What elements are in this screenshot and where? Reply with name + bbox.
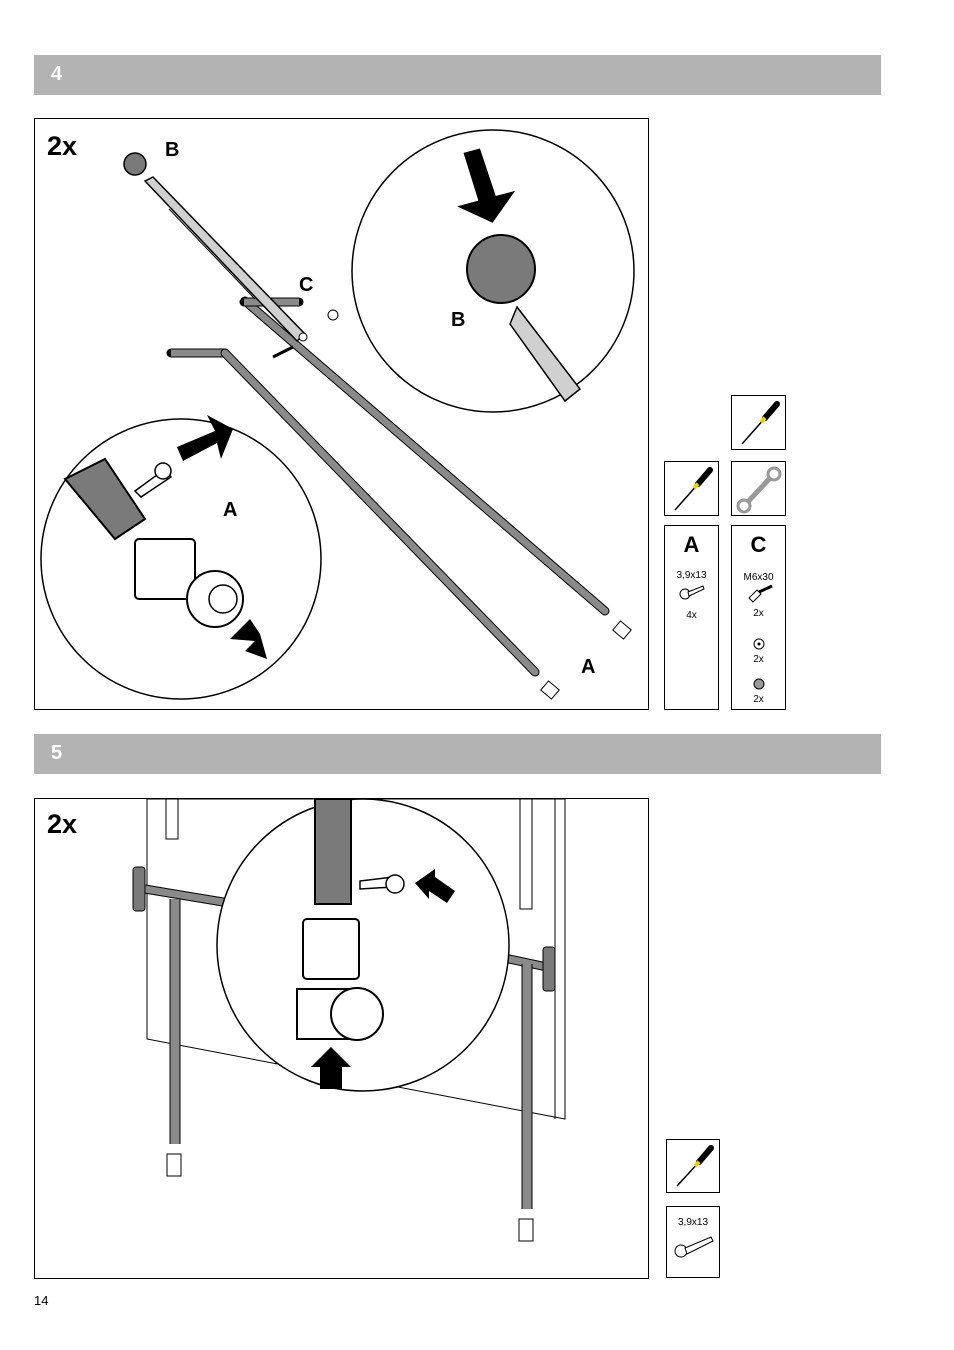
hand-icon	[467, 235, 535, 303]
knob-icon	[124, 153, 146, 175]
page-number: 14	[34, 1293, 48, 1308]
step-5-header: 5	[34, 734, 881, 774]
bolt-icon	[749, 586, 772, 602]
part-box-c: C M6x30 2x 2x 2x	[731, 525, 786, 710]
screwdriver-icon	[665, 462, 720, 517]
tool-screwdriver-box-2	[664, 461, 719, 516]
step-4-quantity: 2x	[47, 131, 77, 162]
screwdriver-icon	[667, 1140, 721, 1194]
step-5-number: 5	[51, 742, 62, 765]
label-a-bottom: A	[581, 656, 595, 679]
step-5-quantity: 2x	[47, 809, 77, 840]
screwdriver-icon	[732, 396, 787, 451]
step-4-illustration: 2x B C B A A	[34, 118, 649, 710]
step-5-drawing	[35, 799, 649, 1279]
screw-icon	[667, 1207, 721, 1279]
step-4-header: 4	[34, 55, 881, 95]
step-5-screwdriver-box	[666, 1139, 720, 1193]
part-c-washer-count: 2x	[732, 654, 785, 665]
part-a-count: 4x	[665, 610, 718, 621]
label-c: C	[299, 274, 313, 297]
part-c-bolt-count: 2x	[732, 608, 785, 619]
nut-icon	[754, 679, 764, 689]
step-4-number: 4	[51, 63, 62, 86]
step-5-illustration: 2x	[34, 798, 649, 1279]
tool-wrench-box	[731, 461, 786, 516]
part-box-a: A 3,9x13 4x	[664, 525, 719, 710]
label-b-top: B	[165, 139, 179, 162]
label-a-zoom: A	[223, 499, 237, 522]
label-b-zoom: B	[451, 309, 465, 332]
screw-icon	[273, 347, 293, 357]
step-4-drawing	[35, 119, 649, 710]
wrench-icon	[732, 462, 787, 517]
tool-screwdriver-box	[731, 395, 786, 450]
step-5-screw-box: 3,9x13	[666, 1206, 720, 1278]
part-c-nut-count: 2x	[732, 694, 785, 705]
